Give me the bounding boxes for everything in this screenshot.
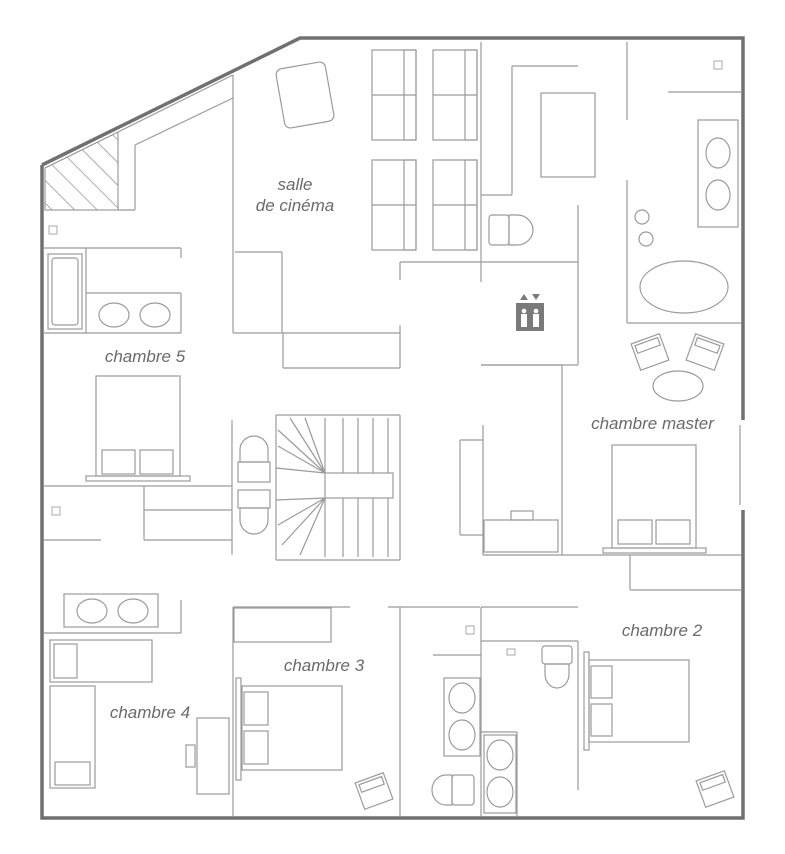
room-label-chambre-3: chambre 3 [283,656,365,675]
master-bathroom-fixtures [488,92,739,314]
room-label-chambre-master: chambre master [591,414,714,433]
cinema-seats [371,49,478,251]
room-label-chambre-2: chambre 2 [621,621,703,640]
chambre-3-furniture [233,607,394,811]
interior-walls [44,42,741,816]
staircase [237,417,394,557]
room-label-chambre-5: chambre 5 [104,347,186,366]
exterior-wall-lower [40,165,745,820]
middle-bathroom-fixtures [431,645,573,814]
exterior-wall [41,36,745,420]
elevator-icon [516,294,544,331]
cinema-table [275,61,335,129]
room-label-salle-cinema-line2: de cinéma [255,196,335,215]
chambre-5-furniture [47,253,191,482]
room-label-chambre-4: chambre 4 [109,703,191,722]
room-label-salle-cinema-line1: salle [277,175,313,194]
room-label-salle-cinema: salle de cinéma [250,174,340,216]
chambre-2-furniture [583,651,735,809]
vent-icon [48,60,723,656]
chambre-4-furniture [49,593,230,795]
master-bedroom-furniture [483,332,725,554]
